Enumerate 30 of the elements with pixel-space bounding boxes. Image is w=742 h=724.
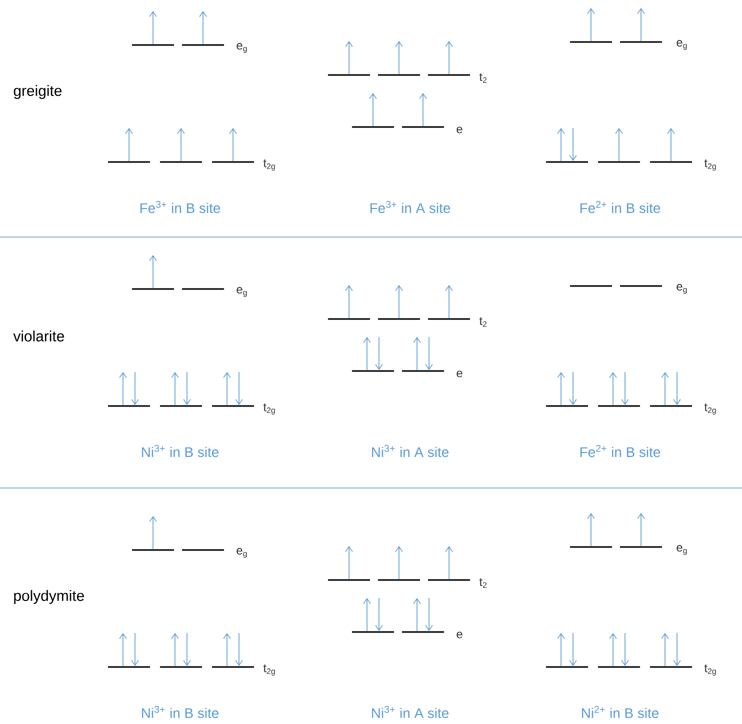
- site-caption: Fe$^{3+}$ in A site: [370, 200, 450, 214]
- level-label: e$_{g}$: [236, 287, 247, 297]
- level-label: t$_{2g}$: [263, 159, 275, 171]
- site-caption: Ni$^{3+}$ in B site: [142, 706, 219, 718]
- level-label: t$_{2}$: [479, 73, 487, 83]
- level-label: t$_{2g}$: [704, 664, 716, 676]
- level-label: t$_{2}$: [479, 317, 487, 327]
- level-label: e$_{g}$: [236, 43, 247, 53]
- level-label: e$_{g}$: [236, 548, 247, 558]
- site-caption: Ni$^{3+}$ in B site: [142, 444, 219, 458]
- level-label: e: [456, 632, 462, 638]
- level-label: t$_{2g}$: [263, 403, 275, 415]
- level-label: t$_{2g}$: [704, 403, 716, 415]
- site-caption: Ni$^{3+}$ in A site: [372, 444, 449, 458]
- level-label: t$_{2}$: [479, 578, 487, 588]
- level-label: e$_{g}$: [676, 545, 687, 555]
- level-label: e: [456, 126, 462, 134]
- level-label: e: [456, 370, 462, 378]
- site-caption: Fe$^{2+}$ in B site: [580, 200, 660, 214]
- site-caption: Ni$^{2+}$ in B site: [582, 706, 659, 718]
- row-name: greigite: [14, 85, 62, 99]
- row-name: polydymite: [14, 590, 84, 604]
- site-caption: Fe$^{3+}$ in B site: [140, 200, 220, 214]
- site-caption: Fe$^{2+}$ in B site: [580, 444, 660, 458]
- level-label: t$_{2g}$: [704, 159, 716, 171]
- level-label: e$_{g}$: [676, 284, 687, 294]
- level-label: t$_{2g}$: [263, 664, 275, 676]
- level-label: e$_{g}$: [676, 40, 687, 50]
- site-caption: Ni$^{3+}$ in A site: [372, 706, 449, 718]
- row-name: violarite: [13, 330, 64, 342]
